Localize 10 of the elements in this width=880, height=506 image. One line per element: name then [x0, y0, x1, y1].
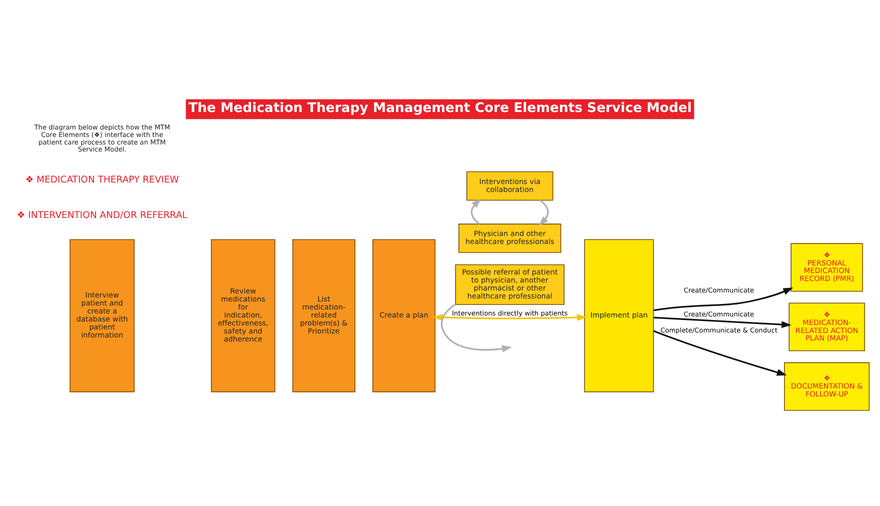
arrow — [440, 303, 512, 352]
label: ❖ INTERVENTION AND/OR REFERRAL — [16, 210, 188, 221]
arrow — [654, 316, 792, 328]
arrow — [470, 198, 482, 224]
arrow — [432, 313, 587, 320]
diagram-title: The Medication Therapy Management Core Elements Service Model — [188, 100, 692, 116]
label: ❖ MEDICATION THERAPY REVIEW — [25, 174, 179, 185]
arrow — [654, 286, 794, 311]
arrow — [653, 330, 787, 376]
arrow — [538, 199, 549, 226]
